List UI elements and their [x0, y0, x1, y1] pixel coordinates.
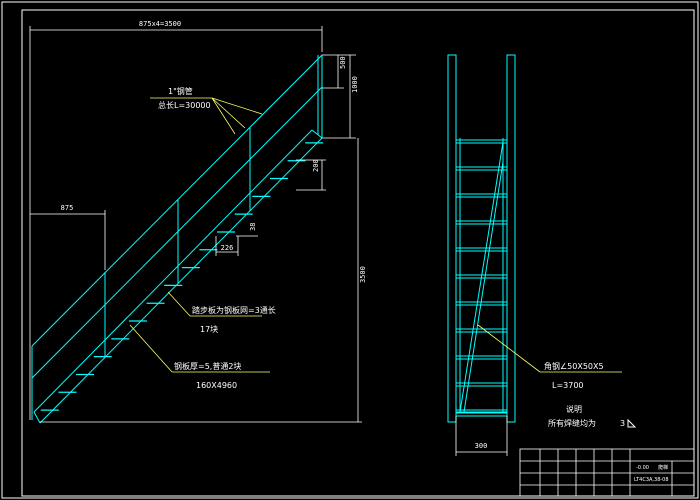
notes-title: 说明 — [566, 404, 582, 414]
right-rail-post — [506, 54, 516, 423]
side-view-dimensions — [29, 26, 362, 423]
rung-group — [456, 139, 507, 414]
lower-stringer — [39, 137, 323, 424]
dim-38-label: 38 — [249, 223, 257, 231]
stringer-leader — [129, 324, 173, 373]
rail-label-line2: 总长L=30000 — [158, 100, 211, 110]
front-view-labels: 角钢∠50X50X5 L=3700 300 — [475, 361, 604, 450]
tb-elevation: -0.00 — [636, 465, 649, 471]
front-elevation-view — [447, 54, 516, 423]
front-width-label: 300 — [475, 442, 488, 450]
rail-label-line1: 1"钢管 — [168, 86, 193, 96]
dim-200-label: 200 — [312, 159, 320, 172]
angle-label-line2: L=3700 — [552, 381, 584, 390]
weld-size: 3 — [620, 419, 625, 428]
dim-226-label: 226 — [221, 244, 234, 252]
dim-1000-label: 1000 — [351, 76, 359, 93]
stringer-bottom-end — [33, 411, 41, 424]
notes-body: 所有焊缝均为 — [548, 418, 596, 428]
rail-leader — [211, 97, 236, 135]
dim-500-label: 500 — [339, 56, 347, 69]
tread-note-line1: 踏步板为钢板网=3通长 — [192, 305, 276, 315]
tread-group — [40, 142, 324, 411]
tread-note-line2: 17块 — [200, 324, 218, 334]
rail-leader — [211, 97, 246, 129]
side-elevation-view — [31, 54, 324, 424]
stringer-top-end — [311, 129, 323, 139]
upper-stringer — [33, 129, 313, 413]
top-handrail — [31, 54, 323, 347]
rail-leader — [211, 97, 263, 115]
mid-handrail — [31, 86, 323, 379]
drawing-notes: 说明 所有焊缝均为 3 — [548, 404, 637, 428]
tb-drawing-code: LT4C3A,38-08 — [634, 477, 669, 483]
tb-drawing-name: 爬梯 — [658, 464, 668, 471]
front-view-dimensions — [455, 324, 622, 456]
diagonal-brace — [459, 141, 504, 413]
angle-label-line1: 角钢∠50X50X5 — [544, 361, 604, 371]
side-view-labels: 875x4=3500 875 1"钢管 总长L=30000 500 1000 2… — [61, 20, 367, 390]
left-rail-post — [447, 54, 457, 423]
title-block-frame — [519, 448, 695, 497]
left-dimension-label: 875 — [61, 204, 74, 212]
tread-leader — [167, 291, 191, 317]
dim-3500-label: 3500 — [359, 266, 367, 283]
top-dimension-label: 875x4=3500 — [139, 20, 181, 28]
angle-leader — [477, 324, 541, 373]
title-block-labels: -0.00 爬梯 LT4C3A,38-08 — [634, 464, 669, 483]
stringer-note-line1: 钢板厚=5,普通2块 — [174, 361, 241, 371]
stringer-note-line2: 160X4960 — [196, 381, 237, 390]
title-block — [519, 448, 695, 497]
fillet-weld-symbol-icon — [627, 418, 637, 428]
diagonal-brace — [463, 161, 504, 413]
